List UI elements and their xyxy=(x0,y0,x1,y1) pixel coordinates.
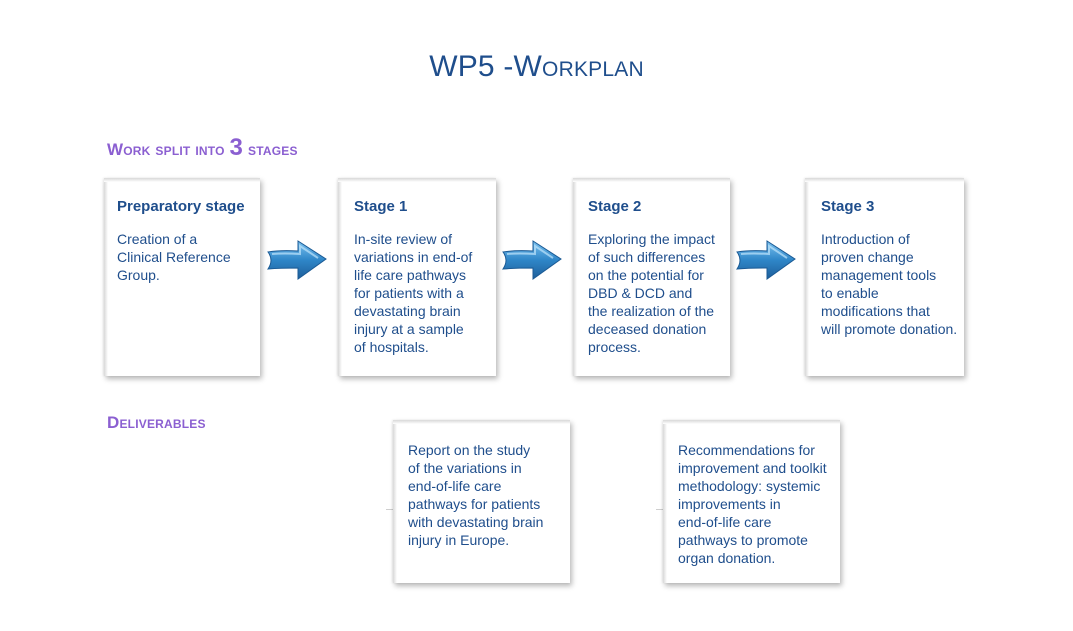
divider xyxy=(386,509,394,510)
stage-box-3: Stage 3 Introduction of proven change ma… xyxy=(805,178,964,376)
stage-description: Creation of a Clinical Reference Group. xyxy=(117,231,231,283)
deliverable-box-report: Report on the study of the variations in… xyxy=(393,420,570,583)
right-arrow-icon xyxy=(736,240,796,280)
section-work-split-number: 3 xyxy=(229,134,244,161)
stage-heading: Stage 1 xyxy=(354,198,408,215)
stage-description: In-site review of variations in end-of l… xyxy=(354,231,473,355)
right-arrow-icon xyxy=(267,240,327,280)
section-work-split: Work split into 3 stages xyxy=(107,134,298,162)
stage-box-1: Stage 1 In-site review of variations in … xyxy=(338,178,496,376)
stage-heading: Preparatory stage xyxy=(117,198,245,215)
stage-box-preparatory: Preparatory stage Creation of a Clinical… xyxy=(104,178,260,376)
divider xyxy=(656,509,664,510)
deliverable-box-recommendations: Recommendations for improvement and tool… xyxy=(663,420,840,583)
stage-box-2: Stage 2 Exploring the impact of such dif… xyxy=(573,178,730,376)
page-title: WP5 -Workplan xyxy=(429,50,644,83)
section-deliverables: Deliverables xyxy=(107,413,206,432)
stage-heading: Stage 3 xyxy=(821,198,875,215)
section-work-split-pre: Work split into xyxy=(107,140,230,159)
right-arrow-icon xyxy=(502,240,562,280)
stage-description: Introduction of proven change management… xyxy=(821,231,958,337)
stage-heading: Stage 2 xyxy=(588,198,642,215)
section-work-split-post: stages xyxy=(243,140,298,159)
stage-description: Exploring the impact of such differences… xyxy=(588,231,715,355)
deliverable-description: Recommendations for improvement and tool… xyxy=(678,442,827,566)
deliverable-description: Report on the study of the variations in… xyxy=(408,442,544,548)
